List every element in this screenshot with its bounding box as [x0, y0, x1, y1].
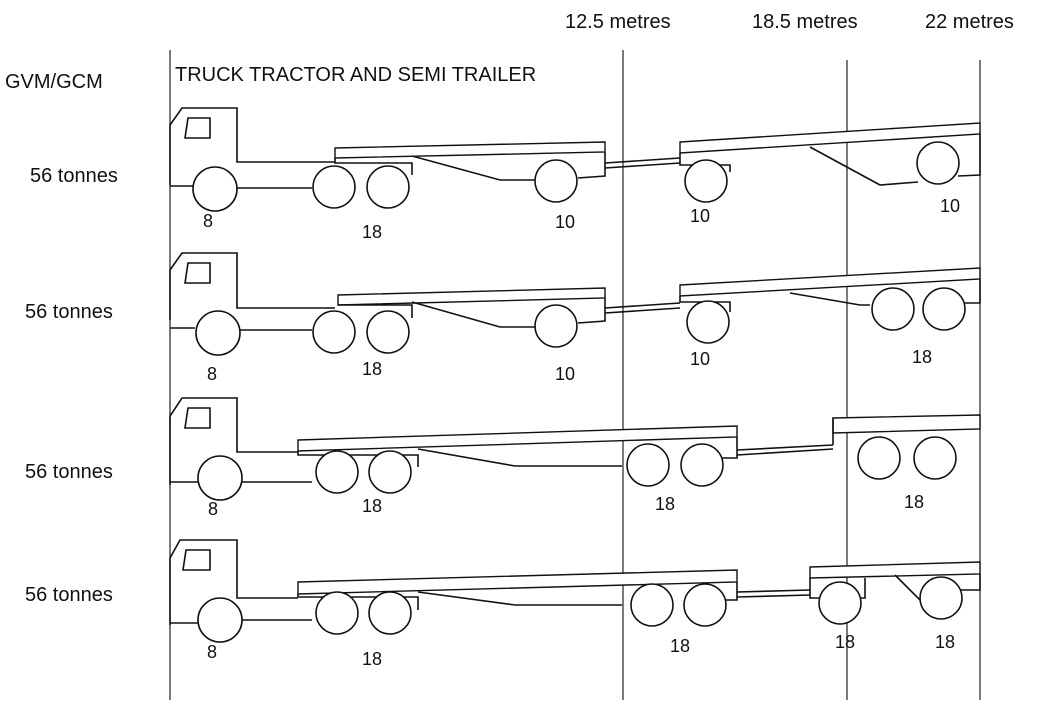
section-title: TRUCK TRACTOR AND SEMI TRAILER: [175, 64, 536, 86]
axle-load-label: 18: [655, 494, 675, 514]
wheel: [684, 159, 728, 203]
wheel: [818, 581, 862, 625]
trailer-deck: [337, 287, 606, 306]
axle-load-label: 18: [670, 636, 690, 656]
trailer-deck: [297, 569, 738, 595]
axle-load-label: 18: [362, 222, 382, 242]
configuration-row-2: 56 tonnes 8 18 10 10 18: [25, 252, 981, 384]
drawbar: [736, 444, 834, 456]
wheel: [368, 591, 412, 635]
truck-cab: [169, 107, 335, 185]
wheel: [197, 597, 243, 643]
length-marker-22m: 22 metres: [925, 11, 1014, 33]
trailer-gooseneck: [789, 292, 870, 306]
trailer-deck: [297, 425, 738, 452]
configuration-row-1: 56 tonnes 8 18 10 10 10: [30, 107, 981, 242]
wheel: [312, 310, 356, 354]
axle-load-label: 8: [207, 364, 217, 384]
configuration-row-3: 56 tonnes 8 18 18 18: [25, 397, 981, 519]
trailer-rear: [957, 134, 981, 177]
wheel: [195, 310, 241, 356]
truck-cab: [169, 252, 335, 320]
wheel: [366, 310, 410, 354]
axle-load-label: 10: [690, 349, 710, 369]
axle-load-label: 10: [555, 212, 575, 232]
axle-load-label: 10: [690, 206, 710, 226]
wheel: [534, 159, 578, 203]
trailer-body: [338, 304, 413, 318]
axle-load-label: 18: [935, 632, 955, 652]
axle-load-label: 8: [207, 642, 217, 662]
wheel: [366, 165, 410, 209]
trailer-body: [334, 158, 413, 175]
axle-load-label: 18: [362, 359, 382, 379]
trailer-gooseneck: [411, 155, 535, 181]
trailer-rear: [960, 574, 981, 591]
trailer-body: [297, 594, 419, 610]
wheel: [686, 300, 730, 344]
trailer-rear: [720, 437, 738, 459]
cab-window: [184, 407, 211, 429]
wheel: [534, 304, 578, 348]
mass-label: 56 tonnes: [25, 301, 113, 323]
trailer-gooseneck: [809, 146, 919, 186]
mass-label: 56 tonnes: [25, 461, 113, 483]
wheel: [916, 141, 960, 185]
truck-cab: [169, 397, 298, 485]
trailer-rear: [577, 152, 606, 179]
axle-load-label: 10: [940, 196, 960, 216]
wheel: [197, 455, 243, 501]
wheel: [683, 583, 727, 627]
wheel: [192, 166, 238, 212]
configuration-row-4: 56 tonnes 8 18 18 18 18: [25, 539, 981, 669]
trailer-deck: [334, 141, 606, 159]
trailer-rear: [963, 279, 981, 304]
length-marker-12-5m: 12.5 metres: [565, 11, 671, 33]
wheel: [871, 287, 915, 331]
axle-load-label: 8: [203, 211, 213, 231]
wheel: [315, 450, 359, 494]
wheel: [368, 450, 412, 494]
drawbar: [604, 157, 681, 169]
drawbar: [604, 302, 681, 314]
trailer-deck: [832, 414, 981, 434]
trailer-gooseneck: [417, 448, 622, 467]
trailer-gooseneck: [411, 301, 535, 328]
axle-load-label: 18: [362, 649, 382, 669]
wheel: [922, 287, 966, 331]
wheel: [630, 583, 674, 627]
mass-label: 56 tonnes: [25, 584, 113, 606]
wheel: [680, 443, 724, 487]
gvm-gcm-label: GVM/GCM: [5, 71, 103, 93]
axle-load-label: 8: [208, 499, 218, 519]
axle-load-label: 10: [555, 364, 575, 384]
wheel: [913, 436, 957, 480]
axle-load-label: 18: [362, 496, 382, 516]
cab-window: [184, 262, 211, 284]
wheel: [312, 165, 356, 209]
trailer-gooseneck: [417, 591, 622, 606]
wheel: [857, 436, 901, 480]
mass-label: 56 tonnes: [30, 165, 118, 187]
axle-load-label: 18: [835, 632, 855, 652]
wheel: [315, 591, 359, 635]
trailer-rear: [577, 298, 606, 324]
truck-cab: [169, 539, 298, 625]
drawbar: [736, 589, 811, 598]
cab-window: [182, 549, 211, 571]
axle-load-label: 18: [912, 347, 932, 367]
wheel: [919, 576, 963, 620]
cab-window: [184, 117, 211, 139]
wheel: [626, 443, 670, 487]
axle-load-label: 18: [904, 492, 924, 512]
length-marker-18-5m: 18.5 metres: [752, 11, 858, 33]
trailer-body: [297, 451, 419, 467]
